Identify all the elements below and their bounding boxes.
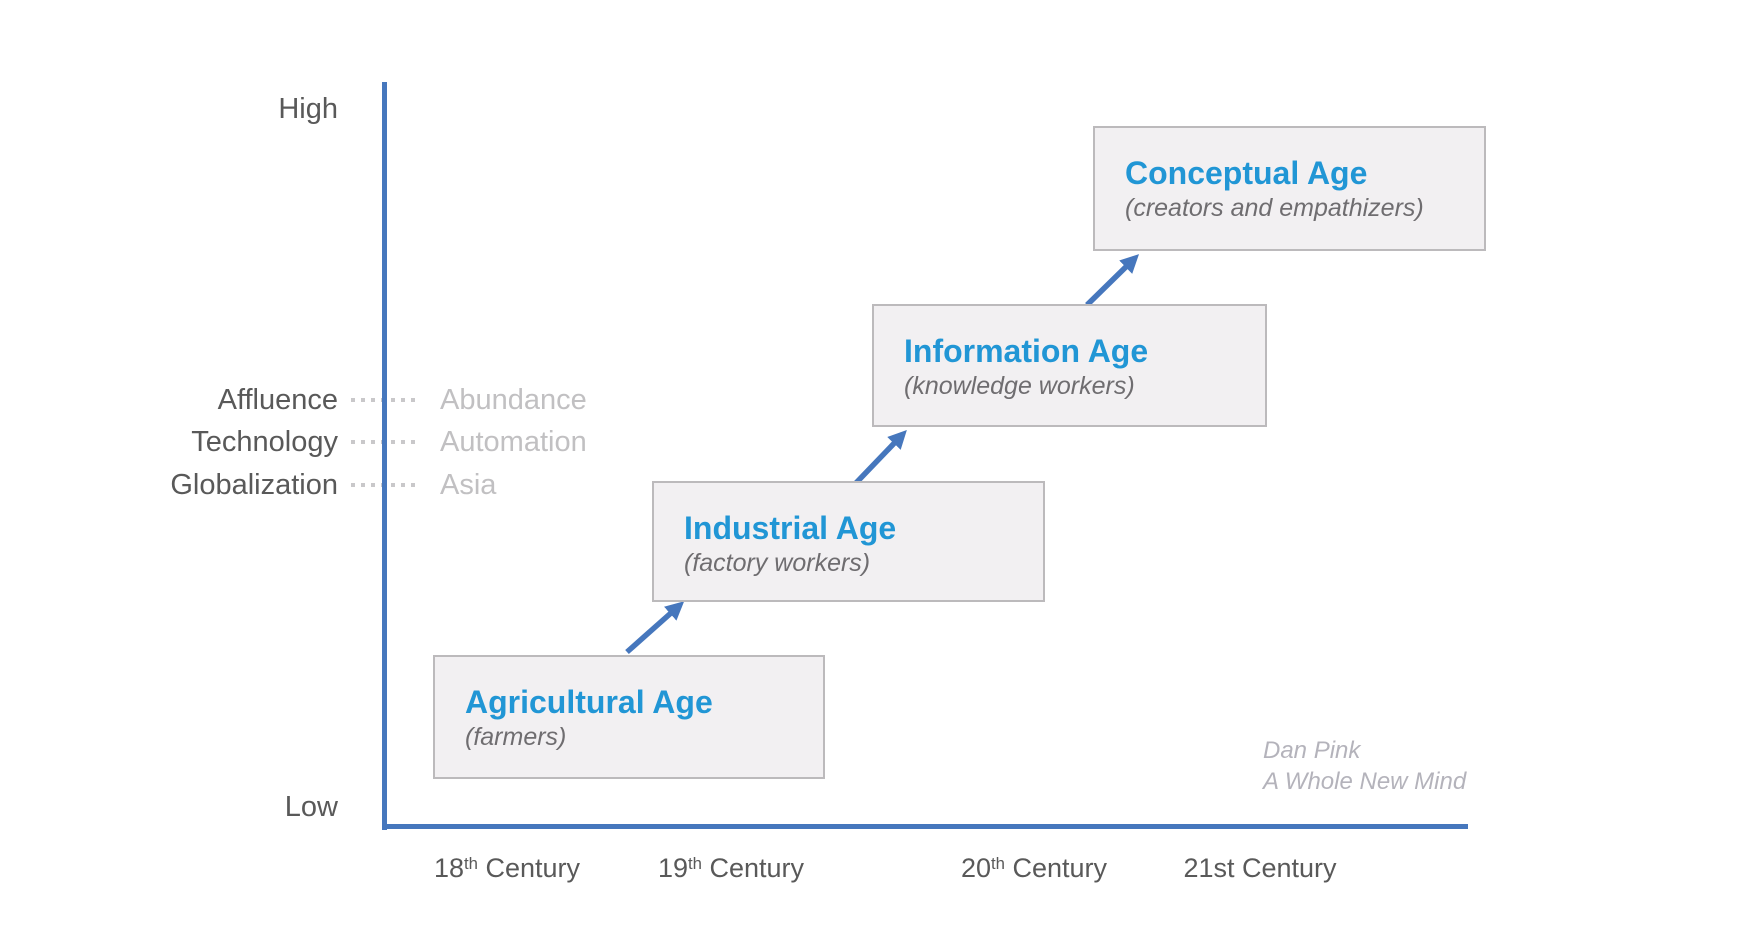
arrow-agricultural-to-industrial (625, 601, 685, 655)
stage-subtitle: (knowledge workers) (904, 372, 1135, 400)
y-axis-high-label: High (278, 93, 338, 125)
stage-box-information: Information Age (knowledge workers) (872, 304, 1267, 427)
stage-subtitle: (creators and empathizers) (1125, 194, 1424, 222)
driver-outcome-automation: Automation (440, 426, 587, 458)
driver-outcome-asia: Asia (440, 469, 497, 501)
y-axis-line (382, 82, 387, 830)
x-axis-label-21st-century: 21st Century (1183, 853, 1337, 883)
x-axis-line (382, 824, 1468, 829)
driver-factor-technology: Technology (191, 426, 338, 458)
stage-subtitle: (factory workers) (684, 549, 871, 577)
stage-title: Industrial Age (684, 510, 897, 546)
stage-title: Information Age (904, 333, 1149, 369)
driver-factor-affluence: Affluence (217, 384, 338, 416)
attribution-author: Dan Pink (1263, 737, 1361, 764)
x-axis-label-18th-century: 18th Century (433, 853, 581, 883)
attribution-work: A Whole New Mind (1263, 768, 1467, 795)
y-axis-low-label: Low (284, 791, 338, 823)
arrow-information-to-conceptual (1085, 254, 1140, 307)
stage-box-agricultural: Agricultural Age (farmers) (433, 655, 825, 779)
driver-outcome-abundance: Abundance (440, 384, 587, 416)
stage-box-industrial: Industrial Age (factory workers) (652, 481, 1045, 602)
stage-title: Conceptual Age (1125, 155, 1368, 191)
x-axis-label-19th-century: 19th Century (657, 853, 805, 883)
x-axis-label-20th-century: 20th Century (960, 853, 1108, 883)
arrow-industrial-to-information (854, 429, 907, 485)
driver-factor-globalization: Globalization (170, 469, 338, 501)
stage-subtitle: (farmers) (465, 723, 567, 751)
stage-title: Agricultural Age (465, 684, 713, 720)
stage-box-conceptual: Conceptual Age (creators and empathizers… (1093, 126, 1486, 251)
